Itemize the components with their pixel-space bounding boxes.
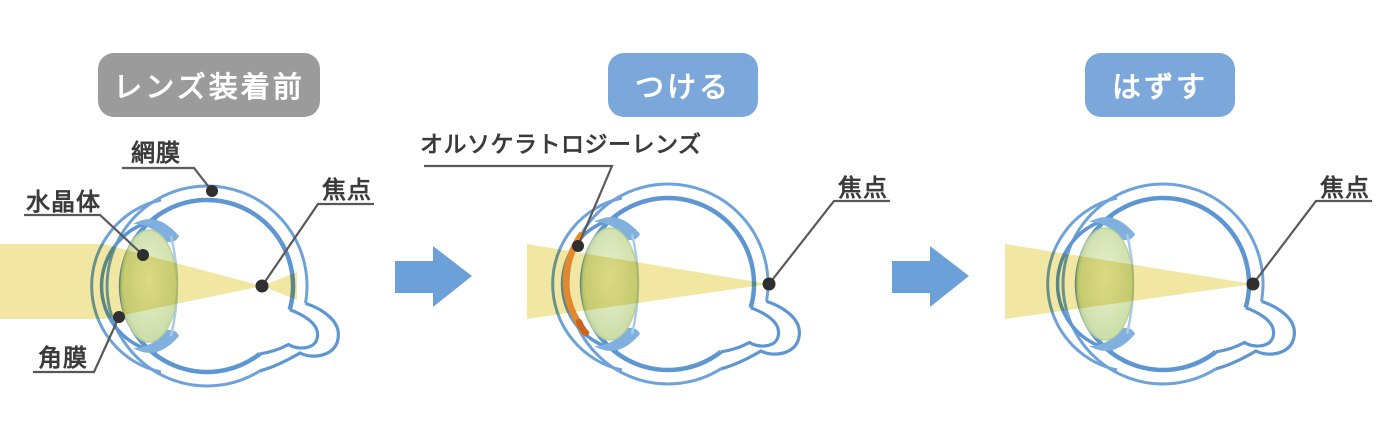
label-leader-lines — [424, 164, 890, 285]
label-ortho-k-lens: オルソケラトロジーレンズ — [420, 131, 702, 157]
label-marker-dots — [1246, 277, 1260, 291]
label-focal-point-lens-on: 焦点 — [838, 175, 888, 202]
stage-badge-lens-off: はずす — [1085, 53, 1235, 117]
light-beam-focused — [1005, 244, 1253, 319]
arrow-right-icon — [892, 246, 969, 307]
label-focal-point-lens-off: 焦点 — [1320, 175, 1370, 202]
label-crystalline-lens: 水晶体 — [26, 189, 101, 216]
eye-diagram-before — [0, 166, 374, 386]
stage-badge-lens-on: つける — [608, 53, 758, 117]
light-beam-converging — [0, 244, 262, 319]
label-focal-point-before: 焦点 — [322, 177, 372, 204]
arrow-right-icon — [395, 246, 472, 307]
light-beam-focused — [527, 244, 769, 319]
eye-diagram-lens-on — [424, 164, 890, 384]
label-marker-dots — [113, 185, 269, 323]
label-cornea: 角膜 — [38, 345, 88, 372]
label-leader-lines — [24, 166, 374, 374]
label-retina: 網膜 — [131, 140, 181, 167]
ortho-k-lens-arc-tip — [575, 318, 590, 337]
stage-badge-before: レンズ装着前 — [98, 53, 320, 117]
eye-diagram-lens-off — [1005, 184, 1372, 384]
label-marker-dots — [572, 240, 776, 291]
label-leader-lines — [1252, 199, 1372, 285]
light-beam-diverging — [262, 272, 297, 300]
